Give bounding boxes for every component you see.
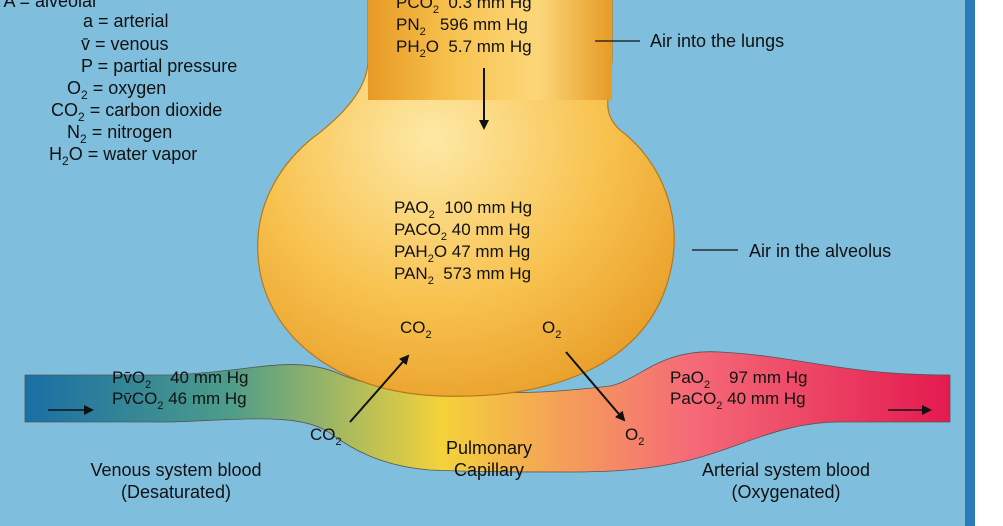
legend-item-carbon-dioxide: CO2 = carbon dioxide [51, 100, 222, 124]
legend-item-venous: v̄ = venous [81, 34, 169, 54]
air-in-alveolus-label: Air in the alveolus [749, 241, 891, 261]
capillary-sublabel: Capillary [454, 460, 524, 480]
capillary-co2-label: CO2 [310, 425, 342, 448]
legend-item-nitrogen: N2 = nitrogen [67, 122, 172, 146]
legend-item-alveolar: A = alveolar [3, 0, 98, 11]
inspired-air-values: PCO2 0.3 mm Hg PN2 596 mm Hg PH2O 5.7 mm… [396, 0, 532, 60]
arterial-pao2: PaO2 97 mm Hg [670, 368, 807, 391]
alveolar-values: PAO2 100 mm Hg PACO2 40 mm Hg PAH2O 47 m… [394, 198, 532, 287]
alveolus-co2-label: CO2 [400, 318, 432, 341]
legend-item-partial-pressure: P = partial pressure [81, 56, 237, 76]
alveolar-paco2: PACO2 40 mm Hg [394, 220, 530, 243]
arterial-paco2: PaCO2 40 mm Hg [670, 389, 806, 412]
arterial-sublabel: (Oxygenated) [731, 482, 840, 502]
air-into-lungs-label: Air into the lungs [650, 31, 784, 51]
venous-pco2: Pv̄CO2 46 mm Hg [112, 389, 247, 412]
inspired-pco2: PCO2 0.3 mm Hg [396, 0, 532, 16]
alveolar-neck [368, 0, 612, 100]
capillary-o2-label: O2 [625, 425, 644, 448]
arterial-label: Arterial system blood [702, 460, 870, 480]
venous-label: Venous system blood [90, 460, 261, 480]
legend: A = alveolar a = arterial v̄ = venous P … [3, 0, 237, 168]
alveolar-pao2: PAO2 100 mm Hg [394, 198, 532, 221]
inspired-ph2o: PH2O 5.7 mm Hg [396, 37, 532, 60]
right-margin [975, 0, 1003, 526]
right-border [965, 0, 975, 526]
alveolar-pah2o: PAH2O 47 mm Hg [394, 242, 530, 265]
inspired-pn2: PN2 596 mm Hg [396, 15, 528, 38]
alveolar-pan2: PAN2 573 mm Hg [394, 264, 531, 287]
venous-sublabel: (Desaturated) [121, 482, 231, 502]
legend-item-oxygen: O2 = oxygen [67, 78, 166, 102]
legend-item-arterial: a = arterial [83, 11, 169, 31]
co2-diffusion-arrow [349, 354, 410, 423]
o2-diffusion-arrow [565, 351, 626, 422]
alveolus-o2-label: O2 [542, 318, 561, 341]
legend-item-water-vapor: H2O = water vapor [49, 144, 197, 168]
capillary-label: Pulmonary [446, 438, 532, 458]
venous-po2: Pv̄O2 40 mm Hg [112, 368, 249, 391]
